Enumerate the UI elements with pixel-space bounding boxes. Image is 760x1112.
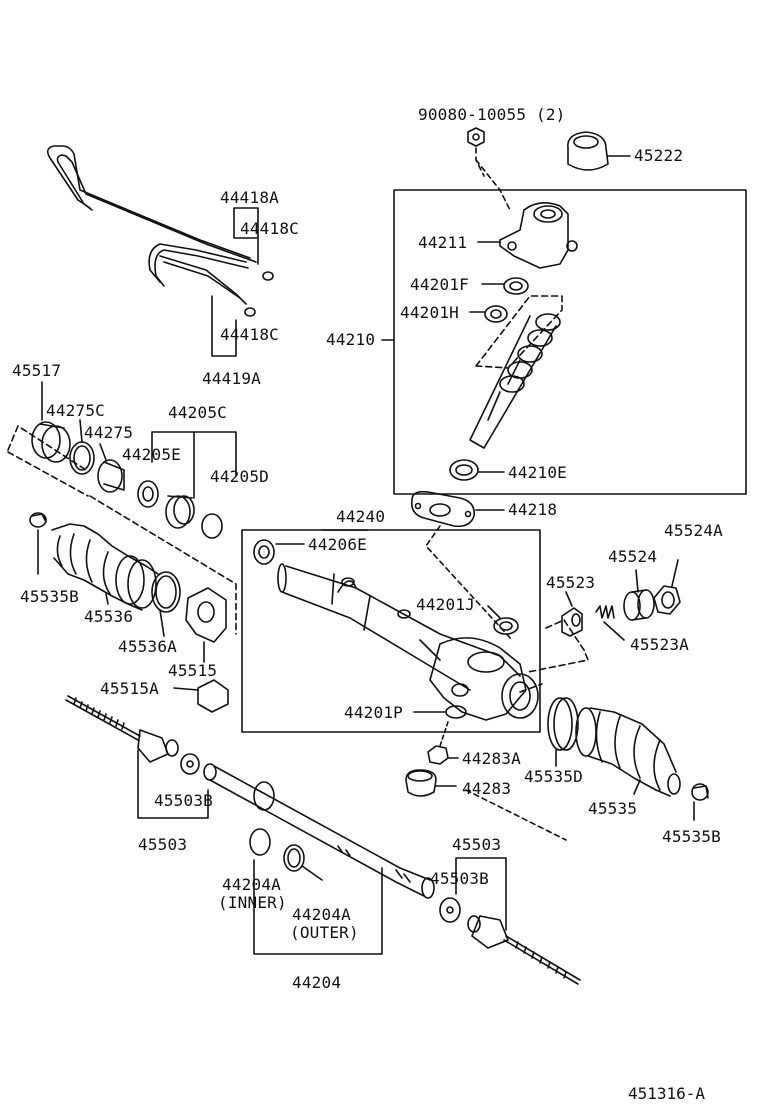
bushing-44201j: [487, 605, 519, 635]
box-44210: [393, 189, 747, 495]
label-44204a-outer: 44204A: [292, 905, 351, 924]
label-45523: 45523: [546, 573, 596, 592]
label-inner: (INNER): [218, 893, 287, 912]
label-45503-right: 45503: [452, 835, 502, 854]
label-44201f: 44201F: [410, 275, 469, 294]
seal-44205d: [201, 513, 223, 539]
label-44275: 44275: [84, 423, 134, 442]
label-45535d: 45535D: [524, 767, 583, 786]
o-ring-44418c-top: [262, 271, 274, 281]
label-44201j: 44201J: [416, 595, 475, 614]
label-44201h: 44201H: [400, 303, 459, 322]
label-45524: 45524: [608, 547, 658, 566]
nut-44283a: [427, 721, 459, 765]
label-44205d: 44205D: [210, 467, 269, 486]
diagram-reference-number: 451316-A: [628, 1084, 706, 1103]
boot-45535: [575, 707, 681, 797]
tie-rod-end-right: [467, 915, 581, 985]
label-45536: 45536: [84, 607, 134, 626]
o-ring-44204a-inner: [249, 828, 271, 856]
nut-45524a: [653, 559, 681, 615]
pressure-tube-assembly: [46, 145, 257, 305]
o-ring-44418c-bottom: [244, 307, 256, 317]
label-45503b-right: 45503B: [430, 869, 489, 888]
seal-44201h: [469, 305, 508, 323]
label-44201p: 44201P: [344, 703, 403, 722]
seal-44210e: [449, 459, 505, 481]
label-44206e: 44206E: [308, 535, 367, 554]
label-44205c: 44205C: [168, 403, 227, 422]
label-45535b-left: 45535B: [20, 587, 79, 606]
clamp-45535d: [547, 697, 579, 767]
clamp-45535b-right: [691, 783, 709, 821]
label-44218: 44218: [508, 500, 558, 519]
bushing-44206e: [253, 539, 305, 565]
bushing-44275: [97, 443, 125, 493]
ring-44275c: [69, 419, 95, 475]
bolt-90080-10055: [467, 127, 485, 177]
valve-housing-44211: [477, 202, 578, 269]
valve-shaft: [469, 313, 561, 449]
plug-45523: [561, 591, 583, 637]
label-45535b-right: 45535B: [662, 827, 721, 846]
label-44211: 44211: [418, 233, 468, 252]
label-44283a: 44283A: [462, 749, 521, 768]
label-44204: 44204: [292, 973, 342, 992]
seal-44201f: [481, 277, 529, 295]
label-45515: 45515: [168, 661, 218, 680]
box-44240: [241, 529, 541, 733]
spring-45523a: [595, 605, 625, 641]
label-45523a: 45523A: [630, 635, 689, 654]
bracket-45503-left: [137, 749, 209, 819]
cap-45222: [567, 131, 631, 171]
clamp-45535b-left: [29, 512, 47, 575]
tie-rod-end-left: [65, 695, 179, 763]
rack-guide-45515: [185, 587, 227, 663]
label-45536a: 45536A: [118, 637, 177, 656]
steering-rack-44204: [203, 763, 435, 899]
gasket-44218: [410, 490, 505, 528]
label-44418a: 44418A: [220, 188, 279, 207]
label-44240: 44240: [336, 507, 386, 526]
washer-45503b-left: [180, 753, 200, 775]
label-44204a-inner: 44204A: [222, 875, 281, 894]
bracket-44205c: [151, 431, 237, 499]
clamp-45536a: [151, 571, 181, 637]
cap-45524: [623, 569, 655, 621]
label-45222: 45222: [634, 146, 684, 165]
o-ring-44204a-outer: [283, 844, 323, 881]
label-44275c: 44275C: [46, 401, 105, 420]
bushing-44205: [165, 495, 195, 529]
label-44210e: 44210E: [508, 463, 567, 482]
label-44418c-top: 44418C: [240, 219, 299, 238]
label-45535: 45535: [588, 799, 638, 818]
label-outer: (OUTER): [290, 923, 359, 942]
label-44283: 44283: [462, 779, 512, 798]
label-44205e: 44205E: [122, 445, 181, 464]
washer-45503b-right: [439, 897, 461, 923]
label-44418c-bottom: 44418C: [220, 325, 279, 344]
bushing-45515a: [173, 679, 229, 713]
label-45503b-left: 45503B: [154, 791, 213, 810]
seal-44201p: [413, 705, 467, 719]
plug-44283: [405, 769, 457, 797]
label-90080-10055: 90080-10055 (2): [418, 105, 566, 124]
label-44419a: 44419A: [202, 369, 261, 388]
bracket-44418a: [233, 207, 259, 265]
bracket-44419a: [211, 295, 237, 357]
bracket-44204: [253, 859, 383, 955]
boot-45536: [51, 523, 159, 611]
bushing-45517: [31, 381, 71, 463]
ring-44205e: [137, 480, 159, 508]
rack-housing: [277, 563, 539, 721]
label-45517: 45517: [12, 361, 62, 380]
label-44210: 44210: [326, 330, 376, 349]
label-45524a: 45524A: [664, 521, 723, 540]
bracket-45503-right: [455, 857, 507, 931]
label-45503-left: 45503: [138, 835, 188, 854]
label-45515a: 45515A: [100, 679, 159, 698]
